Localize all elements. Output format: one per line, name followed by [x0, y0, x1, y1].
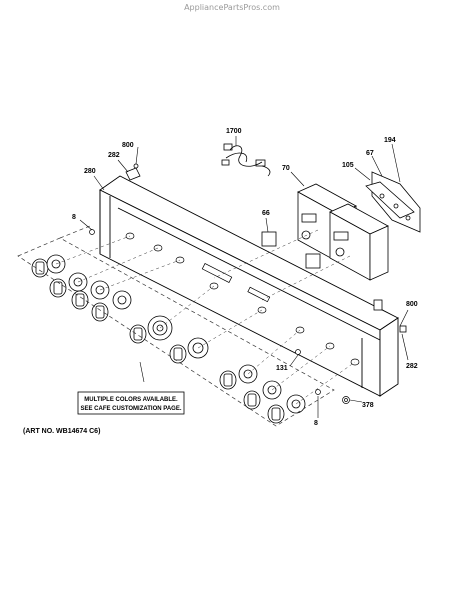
- note-line-2: SEE CAFE CUSTOMIZATION PAGE.: [80, 406, 181, 412]
- callout-8-left: 8: [72, 214, 76, 221]
- control-panel-280[interactable]: [99, 175, 399, 397]
- callout-66: 66: [262, 210, 270, 217]
- control-board-70b[interactable]: [329, 203, 389, 281]
- callout-800-right: 800: [406, 301, 418, 308]
- callout-8-bottom: 8: [314, 420, 318, 427]
- callout-282-right: 282: [406, 363, 418, 370]
- knob-9: [267, 404, 285, 424]
- callout-105: 105: [342, 162, 354, 169]
- callout-280: 280: [84, 168, 96, 175]
- knob-8: [243, 390, 261, 410]
- bracket-800-left[interactable]: [125, 163, 141, 181]
- leader-lines: [79, 136, 409, 418]
- callout-378: 378: [362, 402, 374, 409]
- insulator-66[interactable]: [261, 231, 321, 269]
- screws: [89, 229, 350, 404]
- callout-70: 70: [282, 165, 290, 172]
- knob-1: [31, 258, 49, 278]
- callout-282-top: 282: [108, 152, 120, 159]
- wire-harness-1700[interactable]: [221, 143, 271, 177]
- callout-1700: 1700: [226, 128, 242, 135]
- knob-2: [49, 278, 67, 298]
- callout-194: 194: [384, 137, 396, 144]
- knob-7: [219, 370, 237, 390]
- bezel-4: [112, 290, 132, 310]
- knob-3: [71, 290, 89, 310]
- knob-group-outline: [17, 225, 335, 427]
- alignment-lines: [55, 229, 356, 405]
- callout-131: 131: [276, 365, 288, 372]
- note-box: MULTIPLE COLORS AVAILABLE. SEE CAFE CUST…: [77, 391, 185, 415]
- cover-plate-105[interactable]: [365, 171, 421, 233]
- callout-800-top: 800: [122, 142, 134, 149]
- knob-4: [91, 302, 109, 322]
- art-number: (ART NO. WB14674 C6): [23, 428, 101, 435]
- watermark: AppliancePartsPros.com: [184, 3, 280, 12]
- bracket-800-right[interactable]: [373, 299, 407, 333]
- callout-67: 67: [366, 150, 374, 157]
- callout-labels: 1700 194 800 282 67 280 70 105 66 8 800 …: [72, 128, 418, 427]
- note-line-1: MULTIPLE COLORS AVAILABLE.: [84, 397, 178, 403]
- knob-5: [129, 324, 147, 344]
- knob-6: [169, 344, 187, 364]
